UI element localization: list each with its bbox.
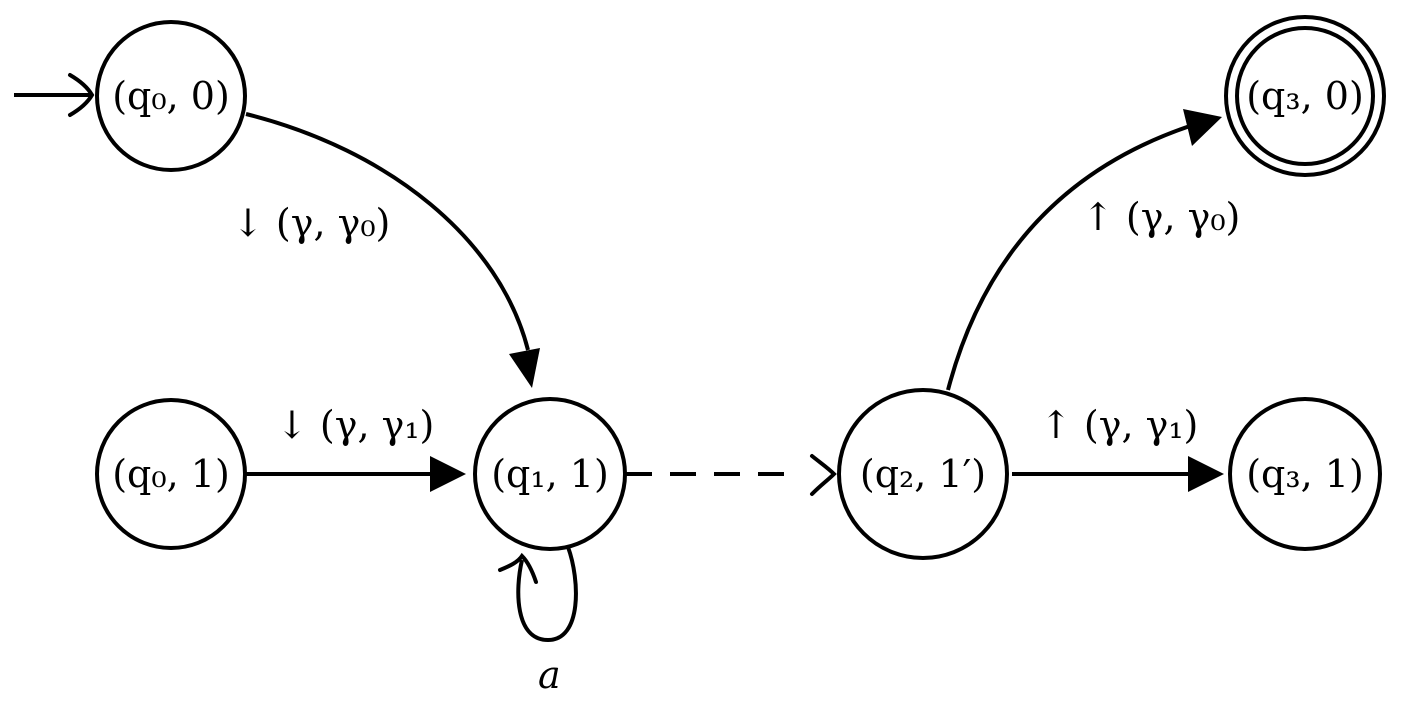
- state-q3-1: (q₃, 1): [1228, 397, 1382, 551]
- edge-label-q1-1-loop: a: [538, 653, 561, 697]
- edge-label-q0-0-to-q1-1: ↓ (γ, γ₀): [232, 201, 390, 245]
- state-label-q1-1: (q₁, 1): [491, 452, 609, 496]
- state-label-q3-1: (q₃, 1): [1246, 452, 1364, 496]
- state-q0-0: (q₀, 0): [95, 20, 247, 172]
- state-q3-0-accepting: (q₃, 0): [1224, 15, 1386, 177]
- edge-q2-1p-to-q3-1: [1012, 456, 1224, 492]
- edge-q2-1p-to-q3-0: [946, 109, 1222, 391]
- state-label-q0-1: (q₀, 1): [112, 452, 230, 496]
- state-label-q0-0: (q₀, 0): [112, 74, 230, 118]
- edge-label-q0-1-to-q1-1: ↓ (γ, γ₁): [276, 403, 434, 447]
- state-q1-1: (q₁, 1): [473, 397, 627, 551]
- initial-arrow: [14, 73, 95, 117]
- edge-q0-0-to-q1-1: [245, 112, 540, 388]
- arrowhead-q3-1: [1188, 456, 1224, 492]
- state-q0-1: (q₀, 1): [95, 398, 247, 550]
- arrowhead-q3-0: [1183, 109, 1222, 146]
- edge-label-q2-1p-to-q3-0: ↑ (γ, γ₀): [1082, 195, 1240, 239]
- state-q2-1p: (q₂, 1′): [837, 388, 1009, 560]
- state-label-q3-0: (q₃, 0): [1246, 74, 1364, 118]
- arrowhead-q1-1-left: [430, 456, 466, 492]
- state-label-q2-1p: (q₂, 1′): [860, 452, 986, 496]
- edge-q1-1-to-q2-1p: [626, 454, 837, 496]
- edge-label-q2-1p-to-q3-1: ↑ (γ, γ₁): [1040, 403, 1198, 447]
- arrowhead-q1-1-top: [509, 348, 540, 388]
- edge-q1-1-loop: [498, 546, 578, 643]
- edge-q0-1-to-q1-1: [246, 456, 466, 492]
